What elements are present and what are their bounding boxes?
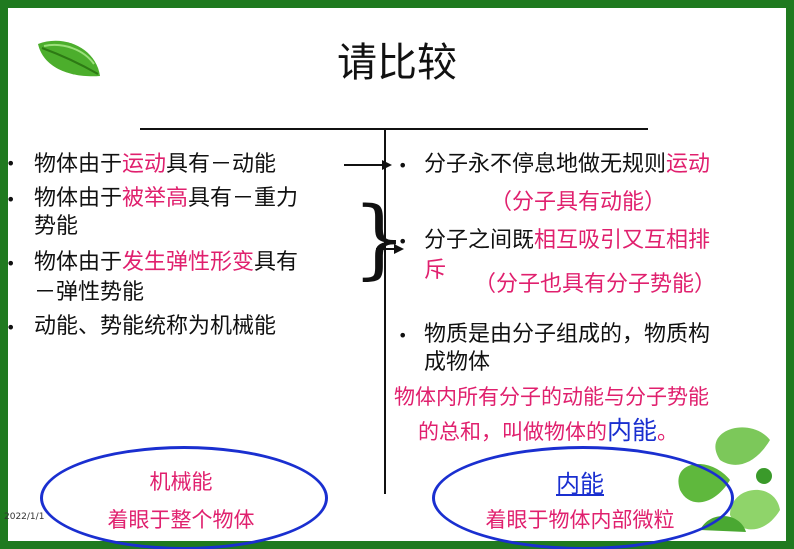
bullet-icon: • xyxy=(6,254,16,273)
text: 。 xyxy=(657,420,679,444)
right-item-molecules: 物质是由分子组成的，物质构 xyxy=(424,322,711,347)
bullet-icon: • xyxy=(398,232,408,251)
highlight-text: 运动 xyxy=(122,152,167,177)
highlight-text: 发生弹性形变 xyxy=(122,250,255,275)
left-item-height-line2: 势能 xyxy=(34,214,79,239)
left-item-mechanical: 动能、势能统称为机械能 xyxy=(34,314,277,339)
highlight-text: 运动 xyxy=(666,152,711,177)
right-item-force-note: （分子也具有分子势能） xyxy=(474,272,717,297)
bullet-icon: • xyxy=(398,326,408,345)
frame-top xyxy=(0,0,794,8)
left-item-elastic-line2: －弹性势能 xyxy=(34,280,145,305)
text: 分子之间既 xyxy=(424,228,535,253)
text: 物体由于 xyxy=(34,250,123,275)
arrow-right-icon xyxy=(344,160,392,170)
bullet-icon: • xyxy=(6,190,16,209)
right-item-motion-note: （分子具有动能） xyxy=(490,190,667,215)
left-item-height: 物体由于被举高具有－重力 xyxy=(34,184,298,214)
text: 物体由于 xyxy=(34,186,123,211)
internal-energy-ellipse xyxy=(432,446,734,549)
text: 分子永不停息地做无规则 xyxy=(424,152,667,177)
internal-energy-title: 内能 xyxy=(556,470,604,498)
mechanical-energy-ellipse xyxy=(40,446,328,549)
left-item-elastic: 物体由于发生弹性形变具有 xyxy=(34,248,298,278)
right-item-molecules-line2: 成物体 xyxy=(424,350,491,375)
key-term: 内能 xyxy=(607,416,658,445)
internal-energy-definition-line2: 的总和，叫做物体的内能。 xyxy=(418,416,678,447)
internal-energy-definition: 物体内所有分子的动能与分子势能 xyxy=(394,385,709,409)
date-label: 2022/1/1 xyxy=(4,512,45,522)
internal-energy-subtitle: 着眼于物体内部微粒 xyxy=(485,508,675,532)
table-vertical-line xyxy=(384,128,386,494)
leaf-icon xyxy=(38,40,100,77)
frame-bottom xyxy=(0,541,794,549)
mechanical-energy-subtitle: 着眼于整个物体 xyxy=(107,508,255,532)
left-item-motion: 物体由于运动具有－动能 xyxy=(34,150,276,180)
frame-right xyxy=(786,0,794,549)
mechanical-energy-title: 机械能 xyxy=(149,470,213,494)
text: 物体由于 xyxy=(34,152,123,177)
text: 具有 xyxy=(254,250,299,275)
text: 具有－动能 xyxy=(166,152,277,177)
table-horizontal-line xyxy=(140,128,648,130)
page-title: 请比较 xyxy=(337,40,457,86)
frame-left xyxy=(0,0,8,549)
text: 的总和，叫做物体的 xyxy=(418,420,607,444)
highlight-text: 被举高 xyxy=(122,186,189,211)
text: 具有－重力 xyxy=(188,186,299,211)
right-item-motion: 分子永不停息地做无规则运动 xyxy=(424,150,710,180)
bullet-icon: • xyxy=(398,156,408,175)
arrow-right-icon xyxy=(376,244,404,254)
right-item-force: 分子之间既相互吸引又互相排 xyxy=(424,226,710,256)
bullet-icon: • xyxy=(6,318,16,337)
brace-icon: } xyxy=(352,189,407,289)
right-item-force-line2: 斥 xyxy=(424,258,447,283)
highlight-text: 相互吸引又互相排 xyxy=(534,228,711,253)
bullet-icon: • xyxy=(6,154,16,173)
